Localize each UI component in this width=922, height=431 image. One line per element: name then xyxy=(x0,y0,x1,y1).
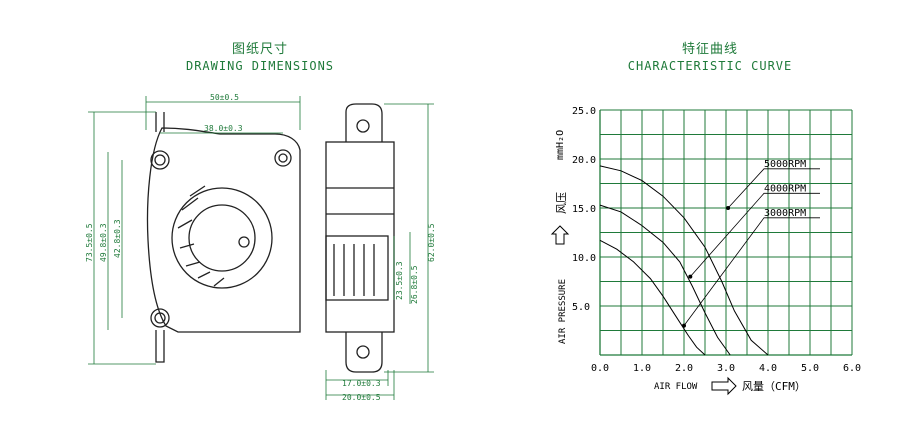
y-unit-label: mmH₂O xyxy=(555,130,566,160)
drawing-title-cn: 图纸尺寸 xyxy=(231,42,288,57)
dim-line-width-overall xyxy=(145,96,301,130)
curve-title-cn: 特征曲线 xyxy=(681,42,738,57)
curve-leader-3000rpm xyxy=(683,217,820,326)
characteristic-curve-header: 特征曲线 CHARACTERISTIC CURVE xyxy=(600,38,820,73)
mount-hole-top-left-inner xyxy=(154,154,166,166)
y-tick-label: 5.0 xyxy=(572,302,590,313)
drawing-dimensions-header: 图纸尺寸 DRAWING DIMENSIONS xyxy=(150,38,370,73)
dim-outlet-w: 17.0±0.3 xyxy=(342,379,381,388)
curve-leader-arrow xyxy=(688,274,693,279)
impeller-inner-circle xyxy=(188,204,256,272)
dim-height-body: 49.8±0.3 xyxy=(99,223,108,262)
x-tick-label: 2.0 xyxy=(675,363,693,374)
x-label-en: AIR FLOW xyxy=(654,382,698,392)
mount-hole-top-right-inner xyxy=(278,153,288,163)
chart-curves xyxy=(599,165,769,356)
side-outlet-grille xyxy=(326,187,394,296)
x-label-cn: 风量（CFM） xyxy=(742,380,806,393)
y-tick-label: 25.0 xyxy=(572,106,596,117)
x-tick-label: 4.0 xyxy=(759,363,777,374)
curve-5000rpm xyxy=(599,165,769,356)
dim-width-overall: 50±0.5 xyxy=(210,93,239,102)
curve-leader-5000rpm xyxy=(727,168,820,209)
x-arrow-icon xyxy=(711,376,737,396)
impeller-fins xyxy=(177,185,225,287)
dim-line-side-height xyxy=(384,103,434,373)
curve-3000rpm xyxy=(599,239,706,356)
curve-label-4000rpm: 4000RPM xyxy=(764,183,806,194)
dim-line-height-overall xyxy=(88,111,156,365)
curve-title-en: CHARACTERISTIC CURVE xyxy=(627,59,793,73)
curve-label-5000rpm: 5000RPM xyxy=(764,159,806,170)
side-outlet xyxy=(325,235,389,301)
dim-side-height: 62.0±0.5 xyxy=(427,223,436,262)
x-tick-label: 5.0 xyxy=(801,363,819,374)
dim-hole-spacing: 38.0±0.3 xyxy=(204,124,243,133)
dim-height-overall: 73.5±0.5 xyxy=(85,223,94,262)
x-tick-label: 6.0 xyxy=(843,363,861,374)
x-tick-label: 0.0 xyxy=(591,363,609,374)
y-tick-label: 10.0 xyxy=(572,253,596,264)
chart-curve-labels: 5000RPM 4000RPM 3000RPM xyxy=(682,159,820,328)
y-arrow-icon xyxy=(550,225,570,245)
chart-ticks: 0.0 1.0 2.0 3.0 4.0 5.0 6.0 5.0 10.0 15.0 20.0 25.0 xyxy=(572,106,861,374)
mount-hole-top-left xyxy=(150,150,170,170)
front-tab-top xyxy=(155,112,165,132)
y-tick-label: 15.0 xyxy=(572,204,596,215)
front-tab-bottom xyxy=(155,330,165,363)
dim-thickness: 20.0±0.5 xyxy=(342,393,381,402)
side-top-ear xyxy=(345,103,383,142)
mount-hole-bottom xyxy=(150,308,170,328)
dim-hole-vertical: 42.8±0.3 xyxy=(113,219,122,258)
curve-leader-arrow xyxy=(726,206,731,210)
chart-grid xyxy=(599,109,853,356)
mount-hole-bottom-inner xyxy=(154,312,166,324)
side-bottom-ear xyxy=(345,332,383,373)
dim-outlet-h2: 26.8±0.5 xyxy=(410,265,419,304)
impeller-outer-circle xyxy=(171,187,273,289)
y-label-cn: 风压 xyxy=(555,192,568,214)
curve-leader-arrow xyxy=(682,323,686,328)
dim-outlet-h1: 23.5±0.3 xyxy=(395,261,404,300)
side-bottom-hole xyxy=(356,345,370,359)
side-top-hole xyxy=(356,119,370,133)
curve-4000rpm xyxy=(599,204,731,356)
dim-line-thickness xyxy=(326,370,395,400)
front-outlet-hole xyxy=(238,236,250,248)
curve-label-3000rpm: 3000RPM xyxy=(764,208,806,219)
y-tick-label: 20.0 xyxy=(572,155,596,166)
drawing-title-en: DRAWING DIMENSIONS xyxy=(185,59,335,73)
y-label-en: AIR PRESSURE xyxy=(558,279,568,344)
mount-hole-top-right xyxy=(274,149,292,167)
curve-leader-4000rpm xyxy=(690,192,820,277)
x-tick-label: 1.0 xyxy=(633,363,651,374)
x-tick-label: 3.0 xyxy=(717,363,735,374)
